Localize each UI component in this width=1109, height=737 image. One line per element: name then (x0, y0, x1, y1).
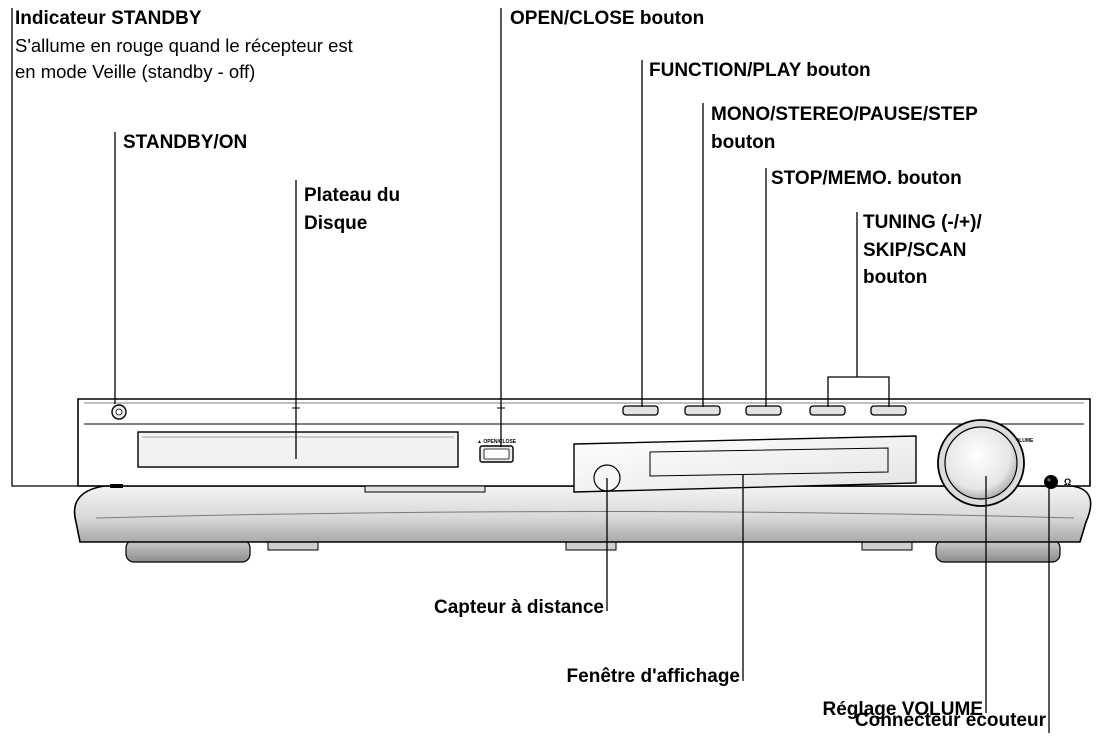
panel-base (73, 485, 1092, 543)
tuning-bracket (827, 376, 890, 407)
headphone-panel-mark: Ω (1064, 477, 1071, 487)
label-tuning-1: TUNING (-/+)/ (863, 212, 982, 233)
label-standby-indicator: Indicateur STANDBY (15, 8, 202, 29)
display-window-inner (649, 447, 889, 477)
label-volume-control: Réglage VOLUME (822, 699, 983, 720)
label-standby-indicator-desc-1: S'allume en rouge quand le récepteur est (15, 35, 353, 56)
label-disc-tray-2: Disque (304, 213, 368, 234)
label-mono-stereo-1: MONO/STEREO/PAUSE/STEP (711, 104, 978, 125)
volume-knob[interactable] (944, 426, 1018, 500)
label-remote-sensor: Capteur à distance (434, 597, 604, 618)
label-standby-indicator-desc-2: en mode Veille (standby - off) (15, 61, 256, 82)
headphone-jack-highlight (1047, 478, 1051, 482)
label-function-play: FUNCTION/PLAY bouton (649, 60, 871, 81)
standby-on-button-center (115, 408, 123, 416)
disc-tray[interactable] (137, 431, 459, 468)
stop-memo-button[interactable] (745, 405, 782, 416)
function-play-button[interactable] (622, 405, 659, 416)
foot-right (935, 539, 1061, 563)
label-headphone: Connecteur écouteur (854, 710, 1046, 731)
label-stop-memo: STOP/MEMO. bouton (771, 168, 962, 189)
tuning-plus-button[interactable] (870, 405, 907, 416)
base-shadow-line (95, 511, 1075, 519)
foot-left (125, 539, 251, 563)
label-mono-stereo-2: bouton (711, 132, 776, 153)
volume-panel-mark: VOLUME (1012, 438, 1034, 444)
label-disc-tray-1: Plateau du (304, 185, 401, 206)
standby-indicator-led (110, 484, 123, 488)
leader-standby-indicator (11, 8, 110, 487)
label-standby-on: STANDBY/ON (123, 132, 248, 153)
label-display-window: Fenêtre d'affichage (566, 666, 740, 687)
tuning-minus-button[interactable] (809, 405, 846, 416)
open-close-panel-mark: ▲ OPEN/CLOSE (477, 439, 517, 445)
mono-stereo-pause-step-button[interactable] (684, 405, 721, 416)
label-tuning-2: SKIP/SCAN (863, 240, 967, 261)
open-close-button-inner (483, 448, 510, 460)
display-window (573, 435, 917, 493)
disc-tray-lip (364, 485, 486, 493)
label-open-close: OPEN/CLOSE bouton (510, 8, 705, 29)
label-tuning-3: bouton (863, 267, 928, 288)
headphone-jack[interactable] (1044, 475, 1058, 489)
